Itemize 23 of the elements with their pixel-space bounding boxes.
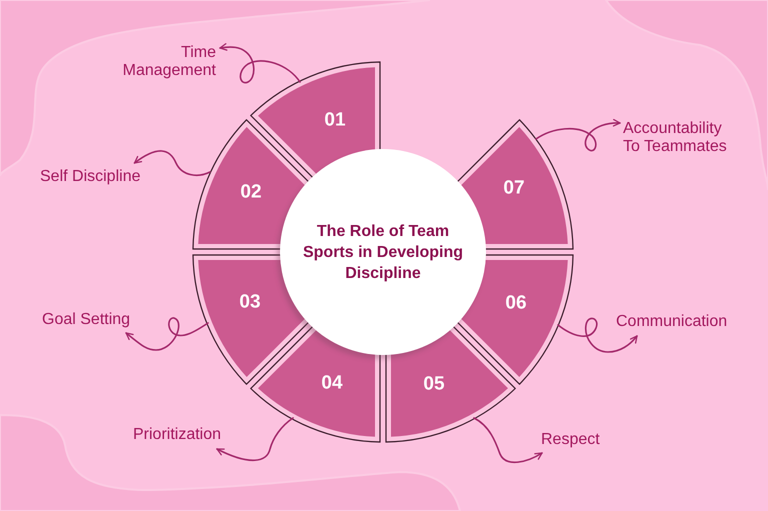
curly-arrow xyxy=(216,417,294,462)
curly-arrow xyxy=(557,318,638,353)
step-label: Prioritization xyxy=(133,426,222,444)
ring-segment xyxy=(249,325,382,443)
step-label: Self Discipline xyxy=(40,168,140,186)
curly-arrow xyxy=(219,43,301,84)
segment-number: 02 xyxy=(240,182,262,202)
curly-arrow xyxy=(125,317,209,351)
curly-arrow xyxy=(134,150,211,176)
segment-number: 03 xyxy=(239,292,261,312)
center-title: The Role of Team Sports in Developing Discipline xyxy=(302,222,464,284)
segment-number: 01 xyxy=(324,110,346,130)
step-label: Communication xyxy=(616,313,728,331)
step-label: Respect xyxy=(541,431,600,449)
curly-arrow xyxy=(535,119,621,152)
step-label: Goal Setting xyxy=(42,311,130,329)
step-label: Time Management xyxy=(116,44,216,80)
segment-number: 06 xyxy=(505,294,527,312)
curly-arrow xyxy=(473,417,543,464)
step-label: Accountability To Teammates xyxy=(623,120,735,156)
segment-number: 05 xyxy=(423,374,445,394)
segment-number: 07 xyxy=(503,178,525,198)
segment-number: 04 xyxy=(321,374,343,392)
